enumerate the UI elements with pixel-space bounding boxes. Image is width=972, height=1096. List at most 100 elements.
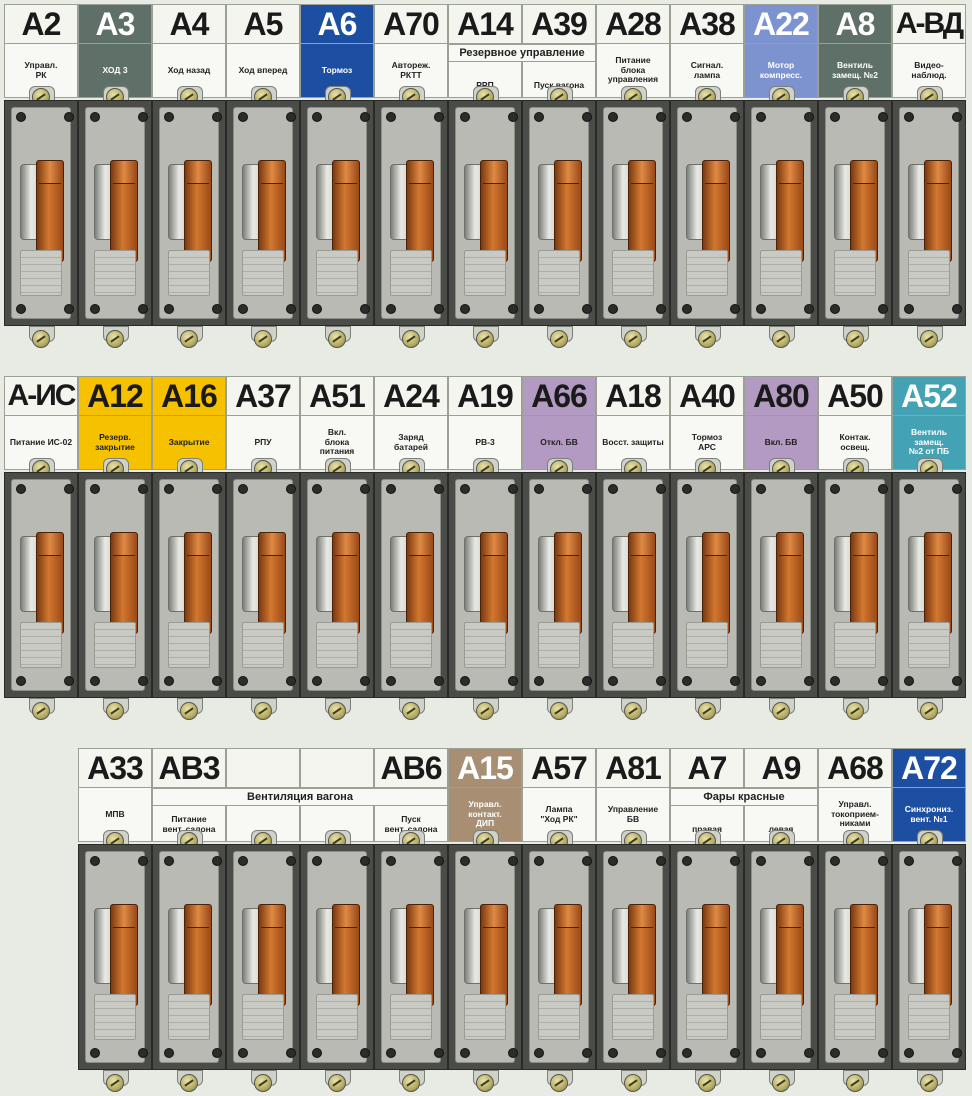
mounting-hole-icon [138, 676, 148, 686]
breaker-face [825, 479, 888, 691]
screw-icon [328, 702, 346, 720]
breaker-code: A7 [670, 748, 744, 788]
screw-icon [624, 330, 642, 348]
toggle-lever[interactable] [776, 904, 804, 1006]
breaker-face [159, 851, 222, 1063]
toggle-lever[interactable] [924, 160, 952, 262]
toggle-lever[interactable] [850, 904, 878, 1006]
toggle-lever[interactable] [850, 532, 878, 634]
breaker-code: A39 [522, 4, 596, 44]
mounting-hole-icon [212, 676, 222, 686]
mounting-hole-icon [164, 856, 174, 866]
toggle-lever[interactable] [406, 532, 434, 634]
toggle-lever[interactable] [628, 160, 656, 262]
breaker-code: A8 [818, 4, 892, 44]
breaker-face [455, 479, 518, 691]
breaker-code: A22 [744, 4, 818, 44]
toggle-lever[interactable] [332, 532, 360, 634]
mounting-hole-icon [756, 304, 766, 314]
toggle-lever[interactable] [480, 532, 508, 634]
rating-plate [834, 250, 876, 296]
breaker-description: Вентиль замещ. №2 [818, 44, 892, 98]
breaker-body [226, 100, 300, 326]
screw-icon [254, 1074, 272, 1092]
mounting-hole-icon [582, 676, 592, 686]
breaker-face [899, 851, 962, 1063]
mounting-hole-icon [238, 112, 248, 122]
toggle-lever[interactable] [110, 904, 138, 1006]
rating-plate [242, 622, 284, 668]
mounting-hole-icon [286, 304, 296, 314]
breaker-face [307, 851, 370, 1063]
mounting-hole-icon [830, 676, 840, 686]
breaker-face [381, 107, 444, 319]
breaker-body [300, 472, 374, 698]
breaker-face [85, 851, 148, 1063]
mounting-hole-icon [64, 304, 74, 314]
breaker-description: Ход вперед [226, 44, 300, 98]
toggle-lever[interactable] [184, 160, 212, 262]
toggle-lever[interactable] [554, 160, 582, 262]
mounting-hole-icon [212, 112, 222, 122]
toggle-lever[interactable] [332, 160, 360, 262]
toggle-lever[interactable] [110, 160, 138, 262]
mounting-hole-icon [878, 484, 888, 494]
mounting-hole-icon [238, 484, 248, 494]
toggle-lever[interactable] [628, 904, 656, 1006]
breaker-face [159, 479, 222, 691]
toggle-lever[interactable] [36, 532, 64, 634]
mounting-hole-icon [534, 856, 544, 866]
toggle-lever[interactable] [702, 904, 730, 1006]
toggle-lever[interactable] [776, 160, 804, 262]
mounting-hole-icon [656, 856, 666, 866]
screw-icon [106, 330, 124, 348]
toggle-lever[interactable] [554, 904, 582, 1006]
mounting-hole-icon [16, 484, 26, 494]
mounting-hole-icon [508, 484, 518, 494]
toggle-lever[interactable] [480, 904, 508, 1006]
toggle-lever[interactable] [258, 904, 286, 1006]
toggle-lever[interactable] [406, 904, 434, 1006]
screw-icon [550, 330, 568, 348]
mounting-hole-icon [878, 1048, 888, 1058]
mounting-hole-icon [90, 484, 100, 494]
toggle-lever[interactable] [332, 904, 360, 1006]
breaker-code: A28 [596, 4, 670, 44]
toggle-lever[interactable] [702, 160, 730, 262]
screw-icon [254, 330, 272, 348]
toggle-lever[interactable] [776, 532, 804, 634]
mounting-hole-icon [386, 112, 396, 122]
toggle-lever[interactable] [406, 160, 434, 262]
toggle-lever[interactable] [184, 904, 212, 1006]
mounting-hole-icon [460, 1048, 470, 1058]
breaker-body [78, 472, 152, 698]
toggle-lever[interactable] [36, 160, 64, 262]
breaker-body [152, 844, 226, 1070]
mounting-hole-icon [64, 112, 74, 122]
toggle-lever[interactable] [258, 160, 286, 262]
toggle-lever[interactable] [628, 532, 656, 634]
breaker-code: A18 [596, 376, 670, 416]
rating-plate [686, 994, 728, 1040]
breaker-face [11, 107, 74, 319]
breaker-body [300, 100, 374, 326]
toggle-lever[interactable] [924, 904, 952, 1006]
mounting-hole-icon [582, 484, 592, 494]
mounting-hole-icon [656, 112, 666, 122]
toggle-lever[interactable] [258, 532, 286, 634]
toggle-lever[interactable] [184, 532, 212, 634]
rating-plate [168, 622, 210, 668]
toggle-lever[interactable] [702, 532, 730, 634]
breaker-code: A57 [522, 748, 596, 788]
breaker-face [751, 479, 814, 691]
toggle-lever[interactable] [924, 532, 952, 634]
screw-icon [772, 330, 790, 348]
mounting-hole-icon [730, 1048, 740, 1058]
mounting-hole-icon [608, 856, 618, 866]
mounting-hole-icon [434, 112, 444, 122]
toggle-lever[interactable] [554, 532, 582, 634]
breaker-code: A66 [522, 376, 596, 416]
toggle-lever[interactable] [850, 160, 878, 262]
toggle-lever[interactable] [480, 160, 508, 262]
toggle-lever[interactable] [110, 532, 138, 634]
